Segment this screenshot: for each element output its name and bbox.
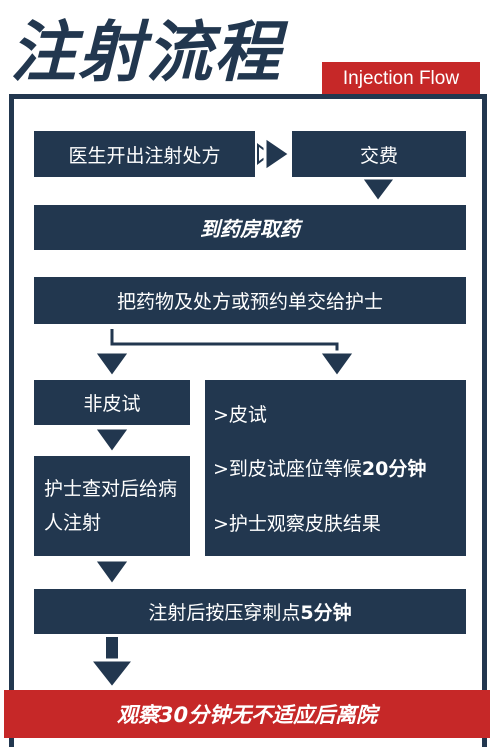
step-nurse-injection: 护士查对后给病人注射 xyxy=(34,456,190,556)
arrow-right-icon xyxy=(263,134,293,174)
flow-frame xyxy=(9,94,487,747)
skin-test-line-1: >皮试 xyxy=(213,403,267,426)
split-connector xyxy=(110,327,339,355)
split-connector xyxy=(110,329,339,357)
step-pay: 交费 xyxy=(292,131,466,177)
press-duration: 5分钟 xyxy=(300,602,352,624)
step-observe-leave: 观察30分钟无不适应后离院 xyxy=(4,690,490,738)
arrow-down-icon xyxy=(86,658,138,691)
skin-test-wait-duration: 20分钟 xyxy=(361,458,427,481)
arrow-down-icon xyxy=(316,350,358,380)
step-press: 注射后按压穿刺点 5分钟 xyxy=(34,589,466,634)
arrow-down-icon xyxy=(91,558,133,588)
arrow-down-icon xyxy=(91,350,133,380)
arrow-down-icon xyxy=(358,176,399,205)
press-text: 注射后按压穿刺点 xyxy=(148,602,301,624)
skin-test-line-3: >护士观察皮肤结果 xyxy=(213,513,381,536)
step-no-skin-test: 非皮试 xyxy=(34,380,190,425)
skin-test-wait-text: >到皮试座位等候 xyxy=(213,458,362,481)
arrow-down-icon xyxy=(91,426,133,456)
step-prescription: 医生开出注射处方 xyxy=(34,131,255,177)
arrow-shaft xyxy=(106,637,118,665)
step-pharmacy: 到药房取药 xyxy=(34,205,466,250)
step-nurse-injection-text: 护士查对后给病人注射 xyxy=(44,478,178,534)
page-title: 注射流程 xyxy=(10,14,282,91)
step-handover: 把药物及处方或预约单交给护士 xyxy=(34,277,466,324)
step-skin-test: >皮试 >到皮试座位等候20分钟 >护士观察皮肤结果 xyxy=(205,380,466,556)
subtitle-badge: Injection Flow xyxy=(322,62,480,96)
skin-test-line-2: >到皮试座位等候20分钟 xyxy=(213,454,426,481)
